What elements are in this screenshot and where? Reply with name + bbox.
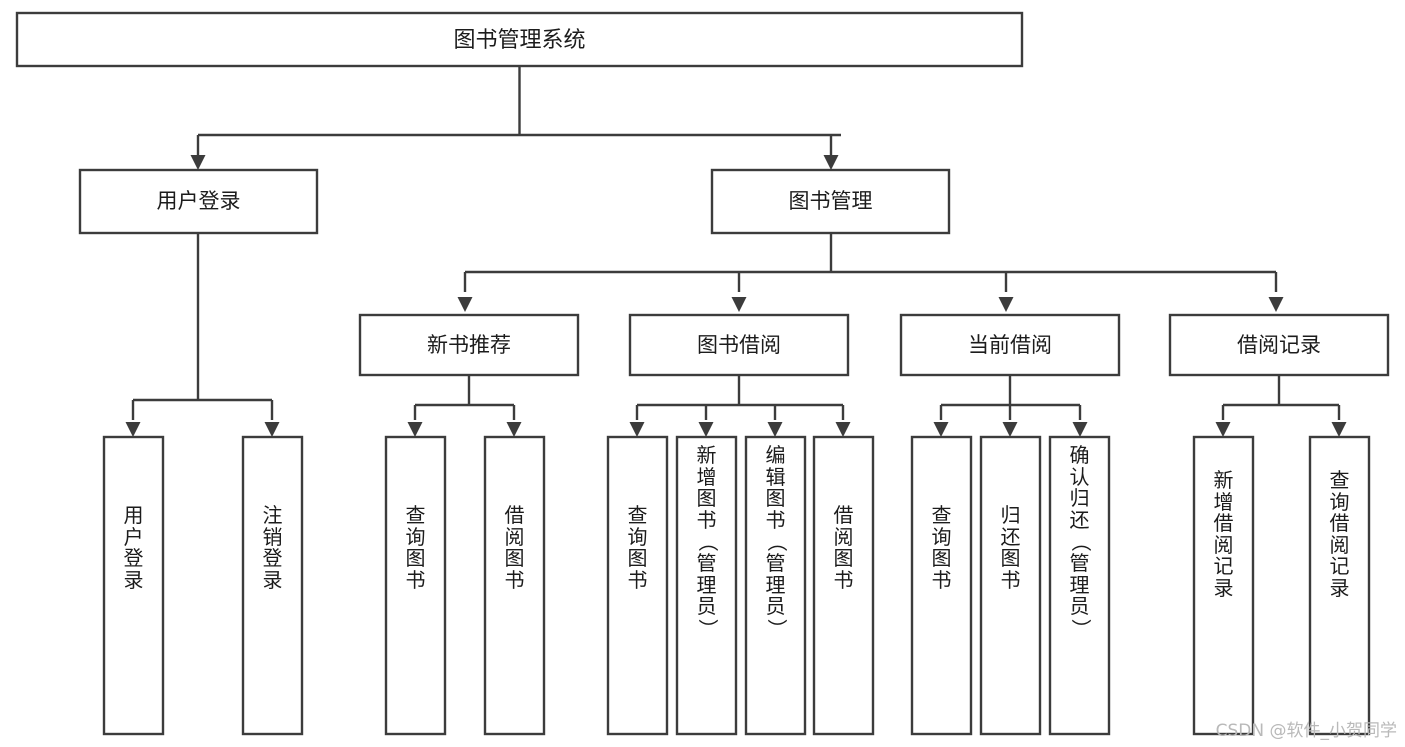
node-user-login-box[interactable] — [78, 168, 319, 235]
node-current-borrow-box[interactable] — [899, 313, 1121, 377]
leaf-box-user-login[interactable] — [102, 435, 165, 736]
arrow-to-current-borrow — [998, 297, 1014, 312]
node-borrow-record-box[interactable] — [1168, 313, 1390, 377]
arrow-to-new-book-rec — [457, 297, 473, 312]
arrow-record-leaf-1 — [1215, 422, 1231, 437]
arrow-newbook-leaf-2 — [506, 422, 522, 437]
arrow-to-user-login — [190, 155, 206, 170]
node-new-book-recommend-box[interactable] — [358, 313, 580, 377]
node-book-management-label: 图书管理 — [789, 189, 873, 213]
node-layer: 图书管理系统 用户登录 图书管理 新书推荐 图书借阅 当前 — [15, 11, 1390, 736]
node-borrow-record-label: 借阅记录 — [1237, 333, 1321, 357]
arrow-borrow-leaf-2 — [698, 422, 714, 437]
node-user-login-label: 用户登录 — [157, 189, 241, 213]
arrow-to-book-manage — [823, 155, 839, 170]
leaf-box-newbook-query-book[interactable] — [384, 435, 447, 736]
leaf-box-newbook-borrow-book[interactable] — [483, 435, 546, 736]
arrow-to-leaf-logout — [264, 422, 280, 437]
arrow-newbook-leaf-1 — [407, 422, 423, 437]
node-book-management-box[interactable] — [710, 168, 951, 235]
leaf-box-record-query-record[interactable] — [1308, 435, 1371, 736]
node-user-login[interactable]: 用户登录 — [78, 168, 319, 235]
arrow-to-leaf-user-login — [125, 422, 141, 437]
node-new-book-recommend[interactable]: 新书推荐 — [358, 313, 580, 377]
leaf-box-current-confirm-return[interactable] — [1048, 435, 1111, 736]
leaf-box-current-query-book[interactable] — [910, 435, 973, 736]
leaf-box-record-add-record[interactable] — [1192, 435, 1255, 736]
leaf-box-borrow-add-book[interactable] — [675, 435, 738, 736]
node-borrow-record[interactable]: 借阅记录 — [1168, 313, 1390, 377]
arrow-borrow-leaf-1 — [629, 422, 645, 437]
arrow-borrow-leaf-3 — [767, 422, 783, 437]
leaf-box-logout[interactable] — [241, 435, 304, 736]
arrow-to-borrow-record — [1268, 297, 1284, 312]
node-current-borrow-label: 当前借阅 — [968, 333, 1052, 357]
arrow-record-leaf-2 — [1331, 422, 1347, 437]
arrow-borrow-leaf-4 — [835, 422, 851, 437]
arrow-current-leaf-2 — [1002, 422, 1018, 437]
arrow-current-leaf-1 — [933, 422, 949, 437]
leaf-box-borrow-borrow-book[interactable] — [812, 435, 875, 736]
leaf-box-borrow-edit-book[interactable] — [744, 435, 807, 736]
watermark-text: CSDN @软件_小贺同学 — [1215, 721, 1397, 741]
leaf-box-current-return-book[interactable] — [979, 435, 1042, 736]
node-new-book-recommend-label: 新书推荐 — [427, 333, 511, 357]
arrow-to-book-borrow — [731, 297, 747, 312]
node-book-borrow-box[interactable] — [628, 313, 850, 377]
node-book-borrow[interactable]: 图书借阅 — [628, 313, 850, 377]
node-root-box[interactable] — [15, 11, 1024, 68]
node-root-book-management-system[interactable]: 图书管理系统 — [15, 11, 1024, 68]
connector-layer — [125, 66, 1347, 437]
node-current-borrow[interactable]: 当前借阅 — [899, 313, 1121, 377]
leaf-box-borrow-query-book[interactable] — [606, 435, 669, 736]
node-root-label: 图书管理系统 — [453, 28, 585, 53]
node-book-borrow-label: 图书借阅 — [697, 333, 781, 357]
arrow-current-leaf-3 — [1072, 422, 1088, 437]
node-book-management[interactable]: 图书管理 — [710, 168, 951, 235]
